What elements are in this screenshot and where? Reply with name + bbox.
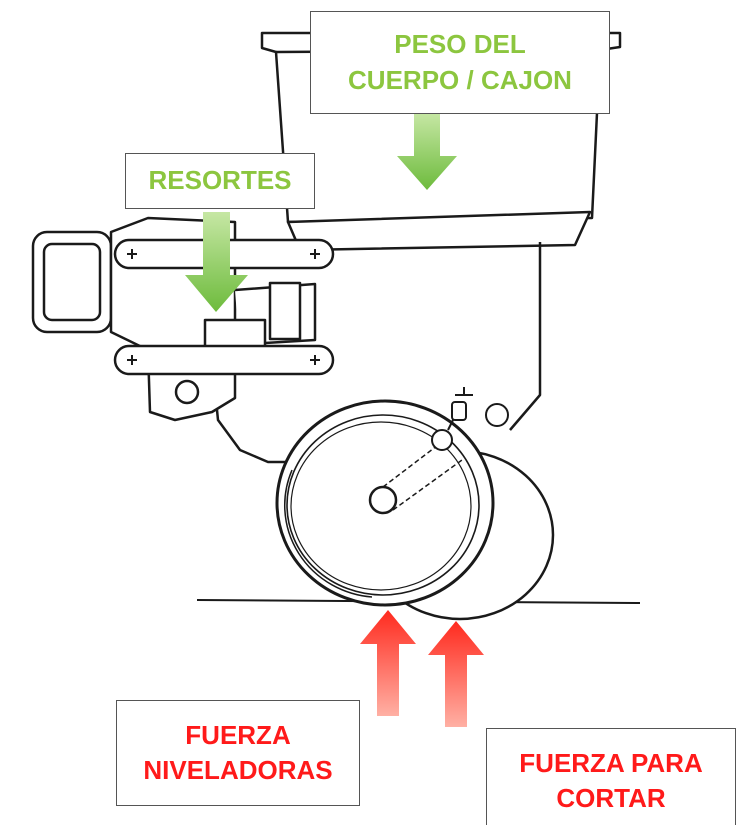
body-weight-label: PESO DEL CUERPO / CAJON [310,11,610,114]
depth-adjuster [431,387,509,451]
arrow-up-icon [428,621,484,727]
cutting-force-label-line1: FUERZA PARA [519,747,703,778]
cutting-force-label-line2: CORTAR [556,783,666,813]
arrow-down-icon [397,113,457,190]
leveling-force-label: FUERZA NIVELADORAS [116,700,360,806]
leveling-force-label-line2: NIVELADORAS [143,755,333,785]
arrow-down-icon [185,212,248,312]
leveling-force-label-line1: FUERZA [185,719,291,750]
springs-label: RESORTES [125,153,315,209]
body-weight-label-line2: CUERPO / CAJON [348,64,572,95]
cutting-force-label: FUERZA PARA CORTAR [486,728,736,825]
opener-disc [275,399,495,607]
body-weight-label-line1: PESO DEL [394,29,526,60]
arrow-up-icon [360,610,416,716]
springs-label-line1: RESORTES [148,165,292,196]
